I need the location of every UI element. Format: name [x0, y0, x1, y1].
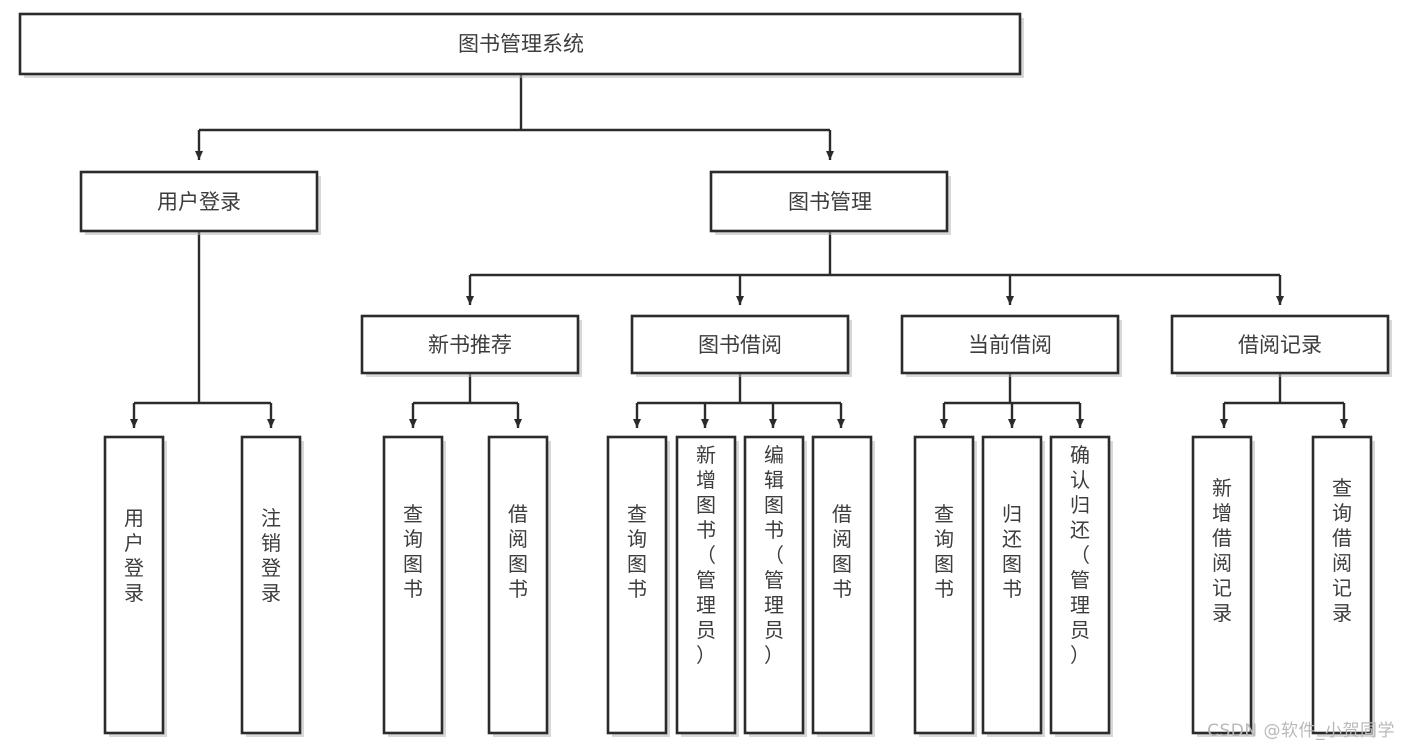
node-current-borrow-label: 当前借阅 [968, 333, 1052, 357]
node-leaf-return-book-label: 归还图书 [1002, 502, 1022, 601]
node-leaf-confirm-return[interactable]: 确认归还（管理员） [1049, 435, 1113, 737]
node-borrow-record-label: 借阅记录 [1238, 333, 1322, 357]
node-leaf-borrow-book-2-label: 借阅图书 [832, 502, 852, 601]
node-leaf-edit-book[interactable]: 编辑图书（管理员） [743, 435, 807, 737]
node-leaf-add-record[interactable]: 新增借阅记录 [1191, 435, 1255, 737]
connector-group-book-manage [466, 232, 1284, 305]
connector-group-root [195, 74, 834, 160]
connector-group-current-borrow [940, 374, 1084, 428]
node-leaf-query-book-1-label: 查询图书 [403, 502, 423, 601]
node-leaf-query-book-3[interactable]: 查询图书 [913, 435, 977, 737]
node-leaf-query-book-2[interactable]: 查询图书 [606, 435, 670, 737]
node-book-manage-label: 图书管理 [788, 190, 872, 214]
node-book-borrow-label: 图书借阅 [698, 333, 782, 357]
node-leaf-user-login[interactable]: 用户登录 [103, 435, 167, 737]
node-leaf-user-login-label: 用户登录 [124, 506, 144, 605]
node-leaf-borrow-book-1-label: 借阅图书 [508, 502, 528, 601]
node-leaf-return-book[interactable]: 归还图书 [981, 435, 1045, 737]
node-book-manage[interactable]: 图书管理 [709, 170, 951, 235]
node-leaf-logout-login[interactable]: 注销登录 [240, 435, 304, 737]
node-leaf-query-record[interactable]: 查询借阅记录 [1311, 435, 1375, 737]
node-new-book-rec[interactable]: 新书推荐 [360, 314, 582, 377]
node-leaf-query-book-1[interactable]: 查询图书 [382, 435, 446, 737]
connector-group-borrow-record [1220, 374, 1348, 428]
connector-group-new-book-rec [409, 374, 522, 428]
node-leaf-logout-login-label: 注销登录 [261, 506, 281, 605]
node-root[interactable]: 图书管理系统 [18, 12, 1024, 78]
node-leaf-edit-book-label: 编辑图书（管理员） [764, 443, 784, 667]
node-leaf-add-book-label: 新增图书（管理员） [696, 443, 716, 667]
node-borrow-record[interactable]: 借阅记录 [1170, 314, 1392, 377]
node-leaf-borrow-book-1[interactable]: 借阅图书 [487, 435, 551, 737]
csdn-watermark: CSDN @软件_小贺同学 [1207, 721, 1395, 741]
node-root-label: 图书管理系统 [458, 32, 584, 56]
connector-group-book-borrow [633, 374, 845, 428]
node-user-login[interactable]: 用户登录 [79, 170, 321, 235]
node-leaf-borrow-book-2[interactable]: 借阅图书 [811, 435, 875, 737]
node-leaf-add-record-label: 新增借阅记录 [1212, 476, 1232, 625]
node-leaf-add-book[interactable]: 新增图书（管理员） [675, 435, 739, 737]
node-user-login-label: 用户登录 [157, 190, 241, 214]
node-leaf-confirm-return-label: 确认归还（管理员） [1070, 443, 1090, 667]
node-new-book-rec-label: 新书推荐 [428, 333, 512, 357]
node-leaf-query-record-label: 查询借阅记录 [1332, 476, 1352, 625]
node-leaf-query-book-2-label: 查询图书 [627, 502, 647, 601]
node-leaf-query-book-3-label: 查询图书 [934, 502, 954, 601]
connector-group-user-login [130, 232, 275, 428]
node-current-borrow[interactable]: 当前借阅 [900, 314, 1122, 377]
node-book-borrow[interactable]: 图书借阅 [630, 314, 852, 377]
